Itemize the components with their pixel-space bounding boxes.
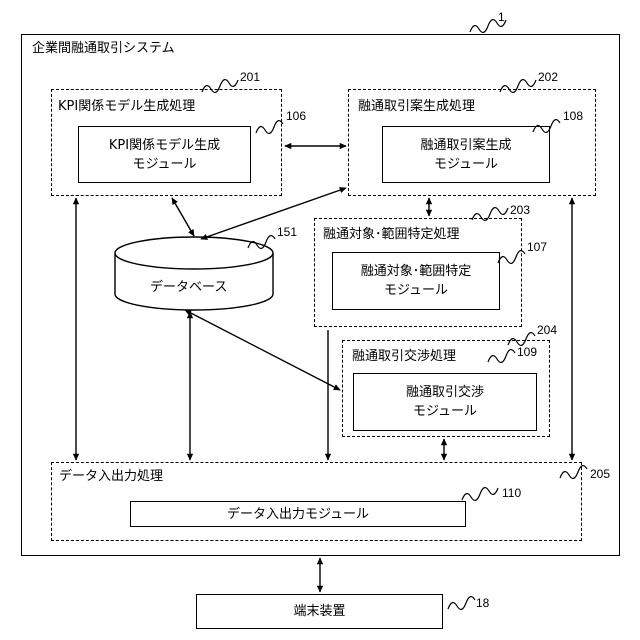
arrow-kpi-database — [172, 198, 194, 236]
ref-106: 106 — [286, 109, 306, 123]
ref-202: 202 — [538, 70, 558, 84]
ref-201: 201 — [240, 70, 260, 84]
ref-squiggle-107 — [498, 251, 525, 264]
arrow-proposal-database — [201, 188, 346, 239]
ref-107: 107 — [527, 240, 547, 254]
ref-1: 1 — [498, 10, 505, 24]
ref-18: 18 — [476, 596, 489, 610]
ref-squiggle-106 — [256, 121, 283, 134]
ref-203: 203 — [510, 203, 530, 217]
database-label: データベース — [150, 280, 227, 296]
ref-squiggle-109 — [488, 350, 515, 363]
database-cylinder — [115, 237, 273, 310]
ref-squiggle-201 — [202, 80, 238, 93]
ref-110: 110 — [502, 486, 521, 500]
ref-squiggle-202 — [500, 80, 536, 93]
ref-109: 109 — [517, 345, 537, 359]
ref-204: 204 — [537, 323, 557, 337]
ref-squiggle-110 — [462, 488, 498, 501]
ref-squiggle-204 — [508, 333, 535, 346]
ref-205: 205 — [590, 467, 610, 481]
ref-squiggle-203 — [472, 208, 508, 221]
ref-squiggle-18 — [448, 597, 475, 610]
arrow-database-negotiation — [185, 310, 340, 390]
ref-squiggle-205 — [560, 466, 587, 479]
ref-151: 151 — [277, 225, 297, 239]
ref-squiggle-108 — [533, 120, 560, 133]
ref-108: 108 — [563, 109, 583, 123]
